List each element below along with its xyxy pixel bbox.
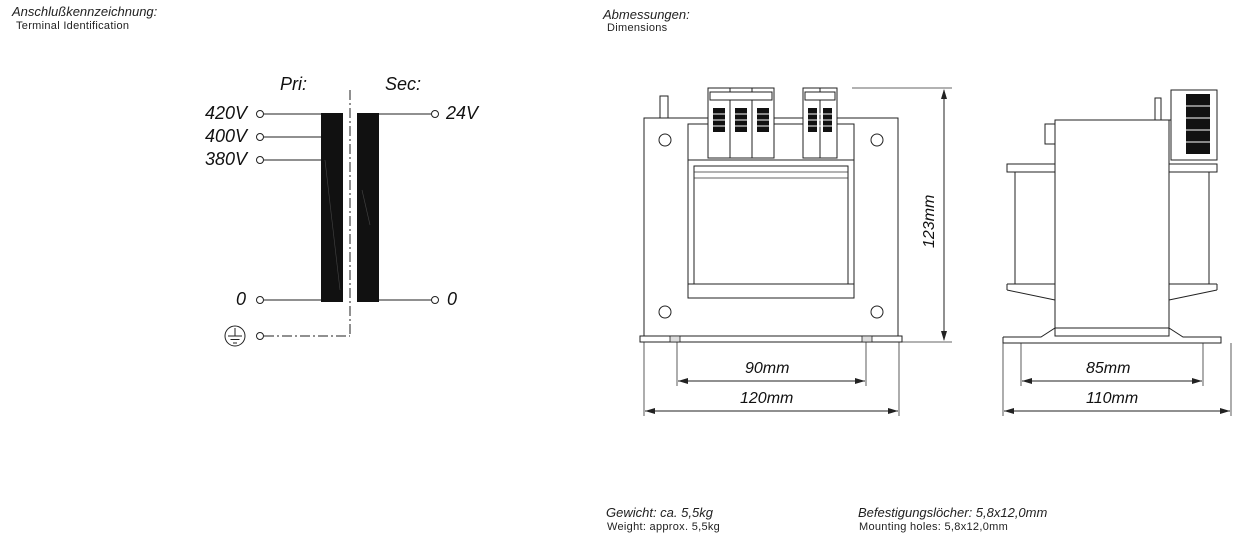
terminal-dot-24v xyxy=(431,110,439,118)
mounting-holes-de: Befestigungslöcher: 5,8x12,0mm xyxy=(858,505,1048,520)
secondary-winding xyxy=(357,113,379,302)
terminal-title-de: Anschlußkennzeichnung: xyxy=(12,4,158,19)
dim-label-85mm: 85mm xyxy=(1086,360,1131,377)
tap-label-24v: 24V xyxy=(446,103,479,123)
terminal-title-en: Terminal Identification xyxy=(16,20,130,32)
front-hole-tl xyxy=(658,133,672,147)
front-hole-br xyxy=(870,305,884,319)
tap-label-420v: 420V xyxy=(205,103,248,123)
dim-label-120mm: 120mm xyxy=(740,390,794,407)
dim-label-90mm: 90mm xyxy=(745,360,790,377)
terminal-dot-380v xyxy=(256,156,264,164)
terminal-dot-400v xyxy=(256,133,264,141)
flat-tab-connector xyxy=(659,95,669,119)
front-hole-bl xyxy=(658,305,672,319)
earth-ground-icon xyxy=(224,325,246,347)
tap-label-400v: 400V xyxy=(205,126,248,146)
primary-winding xyxy=(321,113,343,302)
side-base-foot xyxy=(1002,327,1222,344)
side-coil-right xyxy=(1168,171,1210,285)
tap-label-380v: 380V xyxy=(205,149,248,169)
dimensions-title-en: Dimensions xyxy=(607,22,668,34)
front-hole-tr xyxy=(870,133,884,147)
mounting-holes-en: Mounting holes: 5,8x12,0mm xyxy=(859,521,1009,533)
weight-de: Gewicht: ca. 5,5kg xyxy=(606,505,713,520)
front-core xyxy=(643,117,899,337)
terminal-dot-pri-zero xyxy=(256,296,264,304)
tap-label-sec-zero: 0 xyxy=(447,289,458,309)
secondary-label: Sec: xyxy=(385,74,422,94)
terminal-dot-ground xyxy=(256,332,264,340)
terminal-dot-sec-zero xyxy=(431,296,439,304)
tap-label-pri-zero: 0 xyxy=(236,289,247,309)
dimensions-title-de: Abmessungen: xyxy=(603,7,690,22)
side-coil-left xyxy=(1014,171,1056,285)
primary-label: Pri: xyxy=(280,74,307,94)
terminal-dot-420v xyxy=(256,110,264,118)
dim-label-110mm: 110mm xyxy=(1086,390,1139,407)
front-base-plate xyxy=(639,335,903,343)
side-core xyxy=(1054,119,1170,337)
weight-en: Weight: approx. 5,5kg xyxy=(607,521,721,533)
